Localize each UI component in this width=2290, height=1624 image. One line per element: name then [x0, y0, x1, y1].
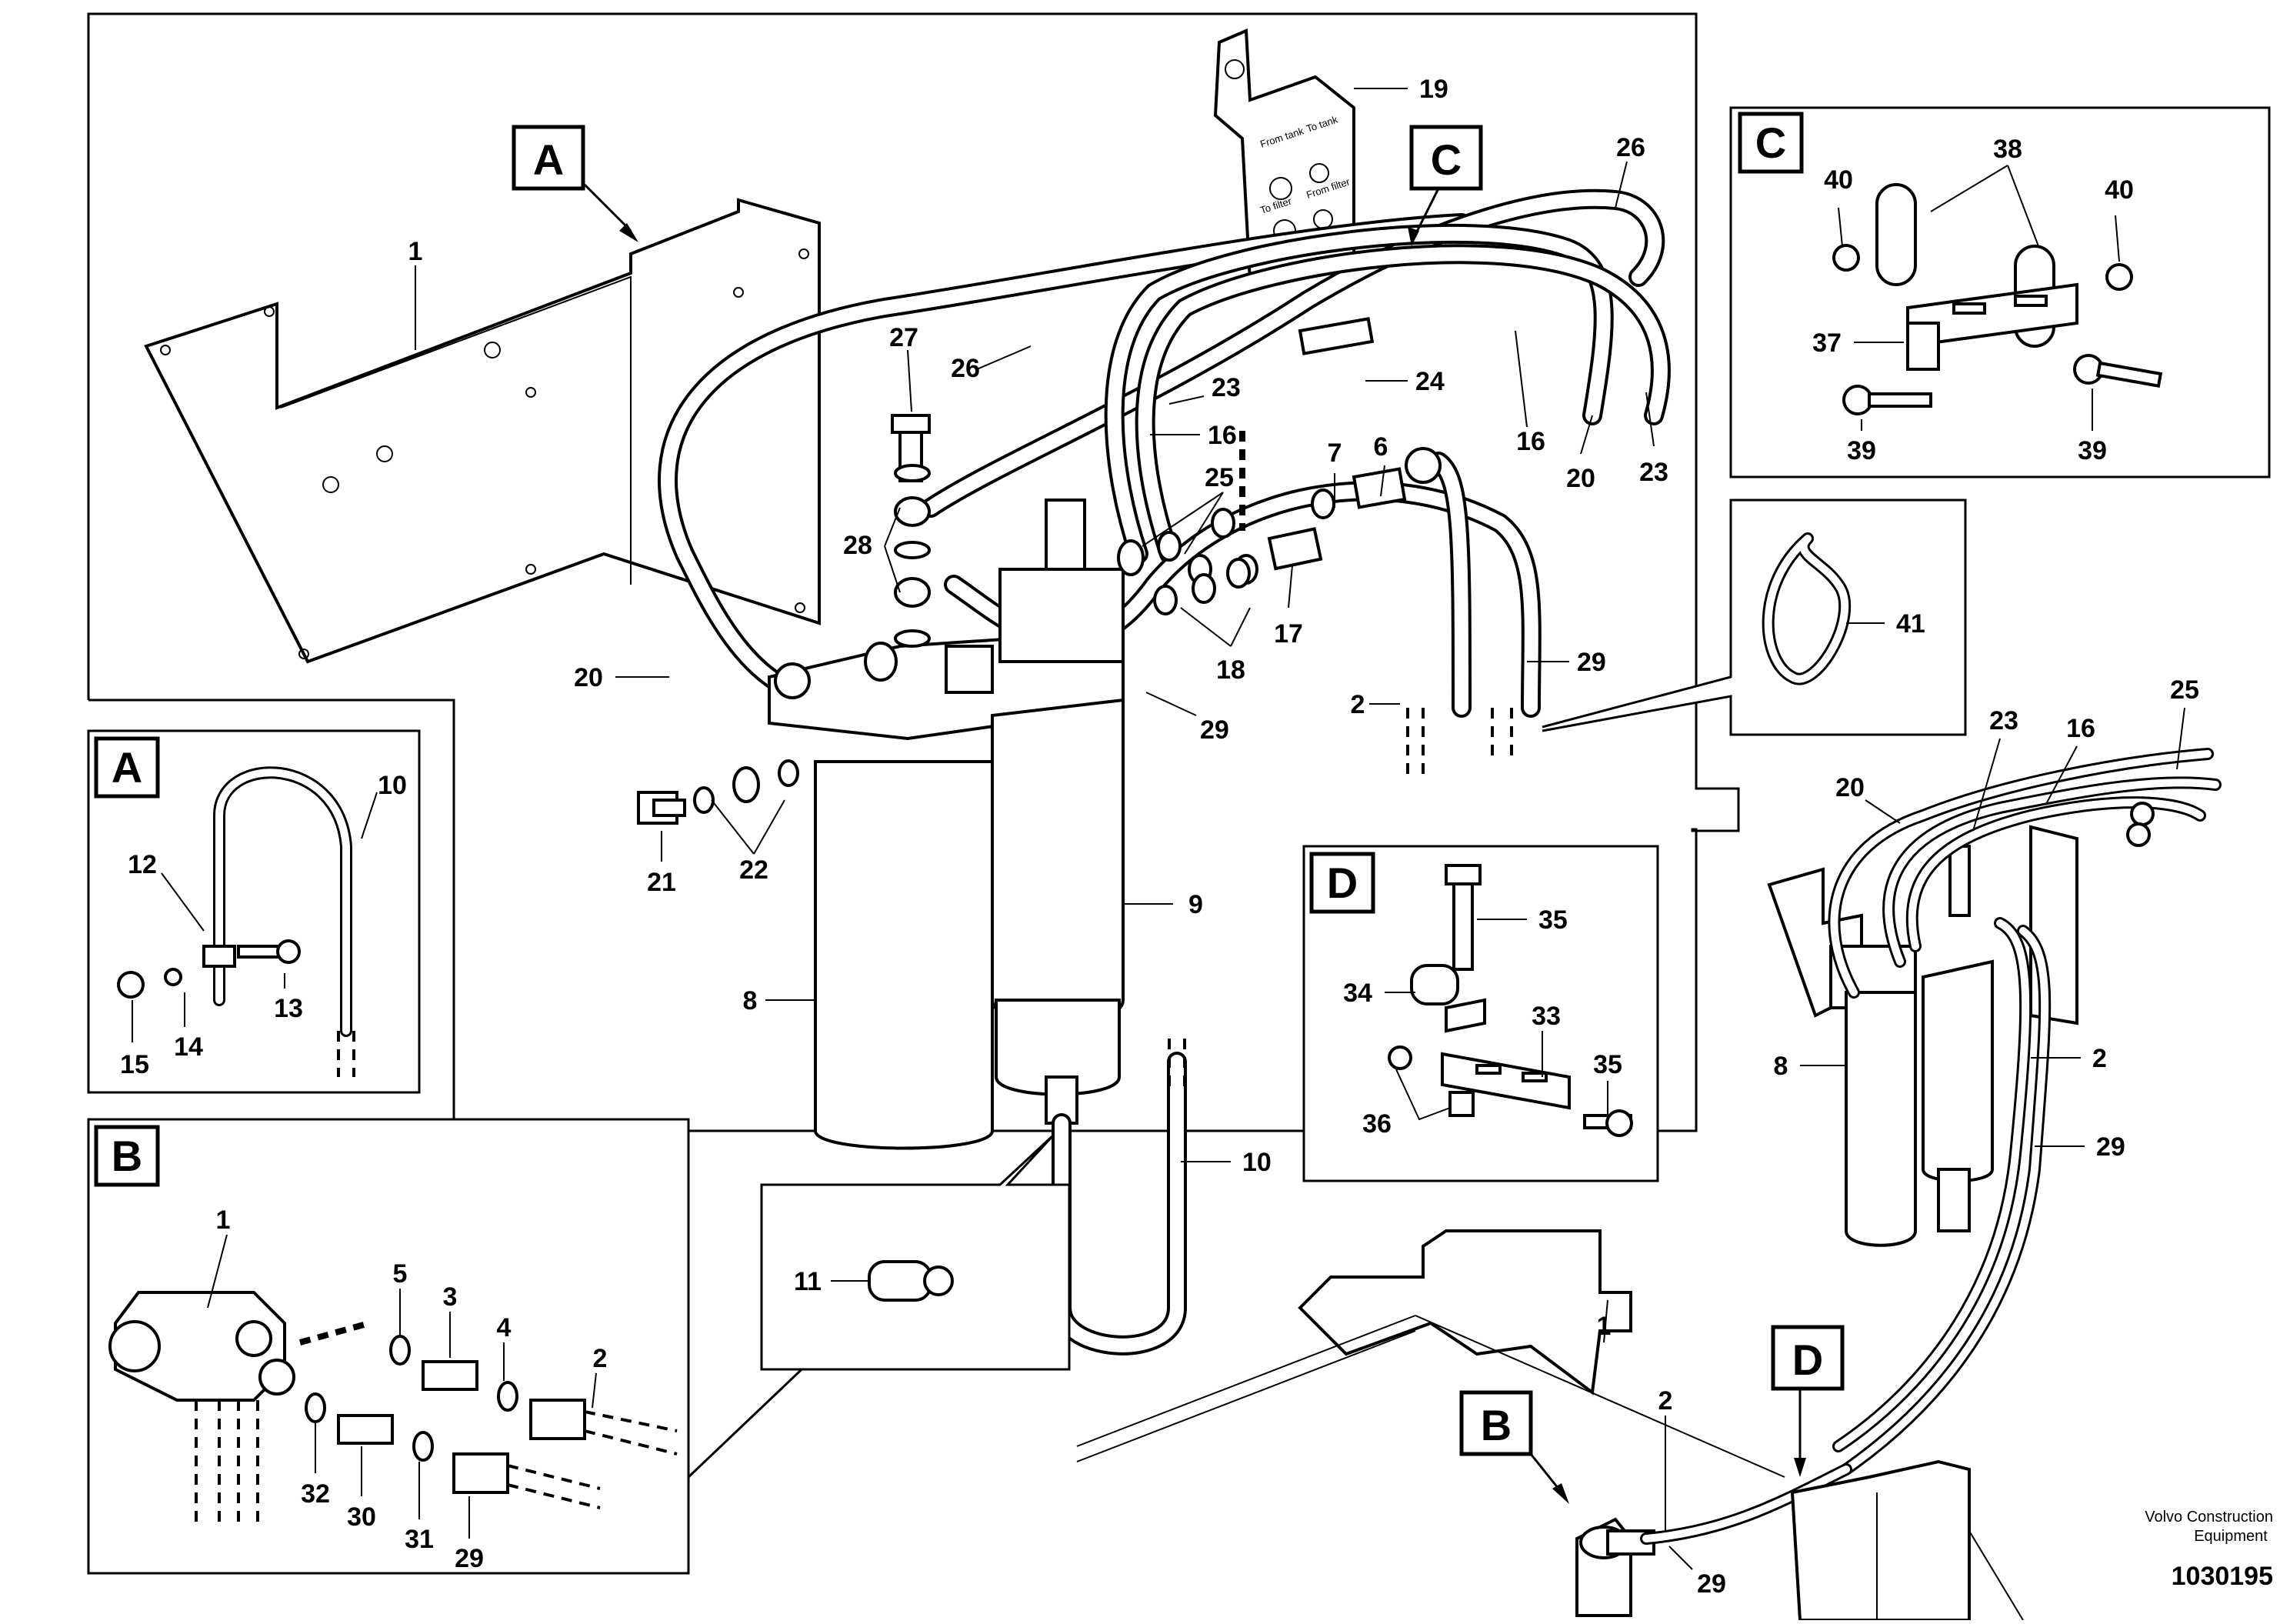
callout-21: 21: [647, 868, 676, 897]
detail-box-c: C 40 38 40 37 39 39: [1729, 106, 2271, 479]
clamp-box: 11: [760, 1133, 1071, 1371]
box-a-callout-13: 13: [274, 994, 303, 1023]
overview-callout-25: 25: [2170, 675, 2199, 705]
callout-7: 7: [1328, 439, 1342, 468]
box-a-callout-12: 12: [128, 850, 157, 879]
callout-28: 28: [843, 531, 872, 560]
box-c-callout-38: 38: [1993, 135, 2022, 164]
box-b-callout-32: 32: [301, 1479, 330, 1509]
overview-machine: [1076, 748, 2222, 1622]
overview-callout-29-top: 29: [2096, 1132, 2125, 1162]
overview-callout-2-top: 2: [2092, 1044, 2107, 1073]
overview-callout-29-bottom: 29: [1697, 1569, 1726, 1599]
box-c-callout-40-left: 40: [1824, 165, 1853, 195]
box-b-callout-31: 31: [405, 1525, 434, 1554]
maker-name-line1: Volvo Construction: [2145, 1509, 2273, 1526]
callout-26-left: 26: [951, 354, 980, 383]
fuel-filter-assembly: [768, 499, 1125, 1150]
tie-callout-41: 41: [1896, 609, 1925, 639]
main-tubes: [658, 188, 1671, 718]
box-b-callout-3: 3: [443, 1282, 458, 1312]
overview-callout-23: 23: [1989, 706, 2018, 735]
callout-8: 8: [743, 986, 758, 1015]
overview-callout-8: 8: [1774, 1052, 1788, 1081]
mounting-plate: [144, 198, 821, 664]
box-d-callout-34: 34: [1343, 979, 1372, 1008]
box-b-callout-2: 2: [593, 1344, 608, 1373]
box-d-callout-36: 36: [1362, 1109, 1392, 1139]
box-b-callout-4: 4: [497, 1313, 512, 1342]
box-b-letter: B: [112, 1132, 142, 1180]
box-d-letter: D: [1327, 859, 1358, 907]
callout-18: 18: [1216, 655, 1245, 685]
box-d-callout-33: 33: [1532, 1002, 1561, 1031]
callout-23-right: 23: [1639, 458, 1668, 487]
box-b-callout-29: 29: [455, 1544, 484, 1573]
overview-detail-marker-b: B: [1459, 1390, 1569, 1504]
overview-detail-marker-d: D: [1771, 1325, 1845, 1477]
box-a-callout-14: 14: [174, 1032, 203, 1062]
cable-tie-box: 41: [1542, 499, 1967, 736]
callout-17: 17: [1274, 619, 1303, 649]
box-c-letter: C: [1755, 118, 1786, 167]
maker-name-line2: Equipment: [2194, 1528, 2268, 1545]
detail-box-a: A 10 12 13 14 15: [87, 729, 421, 1094]
box-c-callout-37: 37: [1812, 328, 1842, 358]
callout-29-center: 29: [1200, 715, 1229, 745]
callout-27: 27: [889, 323, 918, 352]
overview-callout-16: 16: [2066, 714, 2095, 743]
overview-callouts: 23 16 25 20 8 2 29 1 2 29: [1597, 675, 2199, 1599]
callout-29-right: 29: [1577, 648, 1606, 677]
marker-a-letter: A: [533, 135, 564, 184]
overview-callout-20: 20: [1835, 773, 1865, 802]
callout-16-left: 16: [1208, 421, 1237, 450]
drawing-number: 1030195: [2172, 1562, 2273, 1591]
box-a-callout-15: 15: [120, 1050, 149, 1079]
box-b-callout-1: 1: [216, 1205, 231, 1235]
main-detail-marker-c: C: [1408, 125, 1483, 246]
detail-box-b: B 1 5 3 4 2 32 30 31: [87, 1118, 690, 1575]
main-detail-marker-a: A: [512, 125, 638, 242]
callout-2: 2: [1351, 690, 1365, 719]
overview-b-letter: B: [1481, 1401, 1512, 1449]
box-a-letter: A: [112, 743, 142, 792]
callout-20-left: 20: [574, 663, 603, 692]
title-block: Volvo Construction Equipment 1030195: [2145, 1509, 2273, 1591]
clamp-callout-11: 11: [794, 1267, 822, 1296]
callout-24: 24: [1415, 367, 1445, 396]
overview-callout-2-bottom: 2: [1658, 1386, 1673, 1416]
callout-22: 22: [739, 855, 768, 885]
bracket-19: From tank To tank To filter From filter: [1213, 28, 1355, 283]
callout-9: 9: [1188, 890, 1203, 919]
callout-1: 1: [408, 237, 423, 266]
box-d-callout-35-right: 35: [1593, 1050, 1622, 1079]
box-b-callout-30: 30: [347, 1502, 376, 1532]
box-a-callout-10: 10: [378, 771, 407, 800]
callout-10: 10: [1242, 1148, 1272, 1177]
callout-20-right: 20: [1566, 464, 1595, 493]
callout-6: 6: [1374, 432, 1388, 462]
box-c-callout-40-right: 40: [2105, 175, 2134, 205]
callout-19: 19: [1419, 75, 1448, 104]
box-d-callout-35-top: 35: [1538, 905, 1568, 935]
overview-d-letter: D: [1792, 1336, 1823, 1384]
box-c-callout-39-left: 39: [1847, 436, 1876, 465]
callout-25: 25: [1205, 463, 1234, 492]
detail-box-d: D 35 34 33 35 36: [1302, 845, 1659, 1182]
callout-26-right: 26: [1616, 133, 1645, 162]
main-callouts: 1 19 26 26 27 23 24 16 16 20 23 7 6 25 2…: [408, 75, 1668, 1177]
overview-callout-1: 1: [1597, 1312, 1612, 1341]
box-c-callout-39-right: 39: [2078, 436, 2107, 465]
callout-16-right: 16: [1516, 427, 1545, 456]
marker-c-letter: C: [1431, 135, 1462, 184]
box-b-callout-5: 5: [393, 1259, 408, 1289]
callout-23-left: 23: [1212, 373, 1241, 402]
